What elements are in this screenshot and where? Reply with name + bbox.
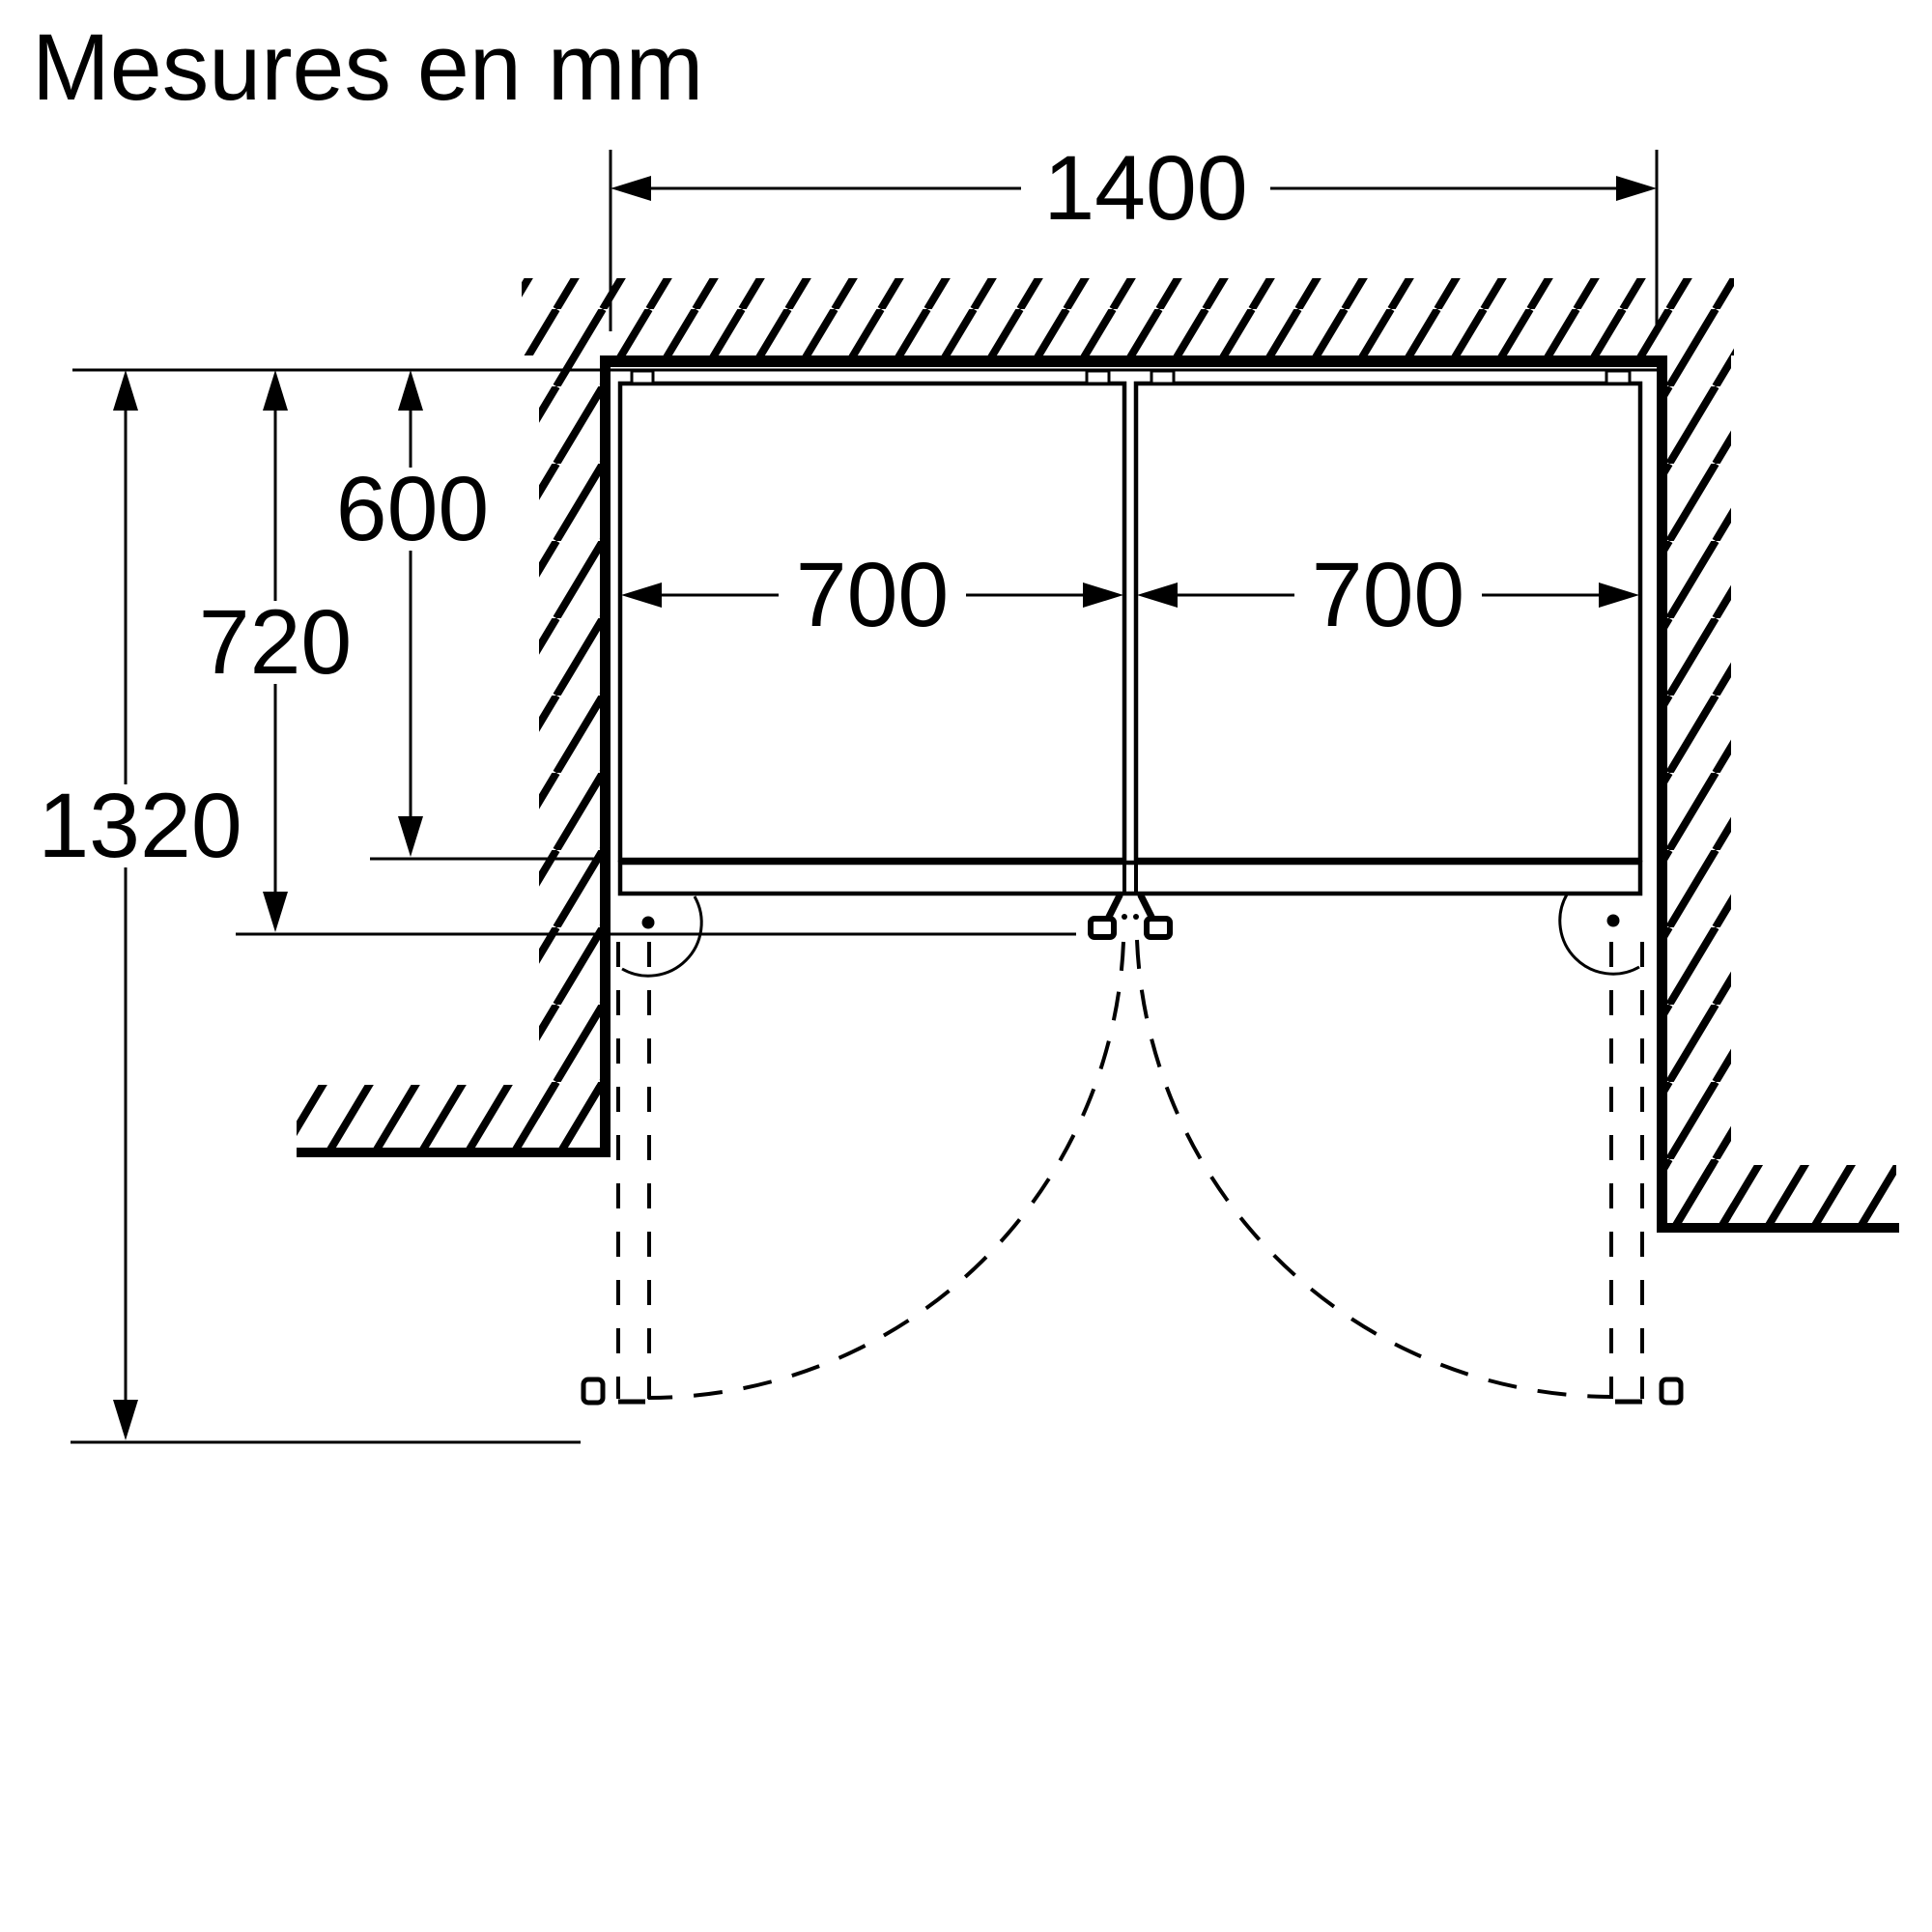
- right-pivot-arc: [1558, 894, 1640, 976]
- niche-ceiling-face: [600, 355, 1667, 367]
- arrowhead-left: [1137, 582, 1178, 608]
- right-floor-ledge-line: [1657, 1223, 1899, 1233]
- dimension-depth-closed: 600: [336, 370, 611, 861]
- dimension-right-door-width: 700: [1137, 544, 1639, 646]
- right-open-door-end-profile: [1659, 1377, 1684, 1406]
- dimension-depth-door-open: 1320: [38, 370, 581, 1444]
- arrowhead-up: [263, 370, 288, 411]
- arrowhead-up: [113, 370, 138, 411]
- hinge-bump-right-inner: [1150, 369, 1176, 385]
- dimension-niche-width: 1400: [609, 137, 1659, 331]
- hatch-region-left-ledge: [297, 1085, 601, 1148]
- hatch-region-ceiling: [522, 278, 1734, 355]
- left-floor-ledge-line: [297, 1148, 611, 1157]
- page-title: Mesures en mm: [32, 14, 703, 120]
- dim-label-1400: 1400: [1043, 137, 1247, 240]
- dimension-depth-with-hinges: 720: [199, 370, 1076, 936]
- center-hinge-pin-left: [1122, 914, 1127, 920]
- arrowhead-right: [1599, 582, 1639, 608]
- appliance: [72, 368, 1657, 940]
- niche-left-wall-face: [600, 355, 611, 1157]
- arrowhead-right: [1083, 582, 1123, 608]
- left-door-panel: [617, 381, 1127, 863]
- hatch-region-left-wall: [539, 355, 601, 1148]
- hinge-bump-right-outer: [1605, 369, 1632, 385]
- dimension-left-door-width: 700: [621, 544, 1123, 646]
- hatch-region-right-wall: [1667, 355, 1731, 1228]
- arrowhead-down: [398, 816, 423, 857]
- dim-label-700-left: 700: [796, 544, 950, 646]
- arrowhead-down: [263, 892, 288, 932]
- door-swing: [581, 894, 1684, 1406]
- right-door-swing-arc: [1135, 939, 1614, 1400]
- left-door-swing-arc: [647, 941, 1125, 1401]
- arrowhead-left: [621, 582, 662, 608]
- hatch-region-right-ledge: [1667, 1165, 1896, 1228]
- hinge-bump-left-outer: [630, 369, 655, 385]
- left-door-pivot-point: [641, 916, 655, 929]
- left-pivot-arc: [621, 895, 703, 978]
- center-hinge-foot-left: [1088, 916, 1117, 940]
- appliance-body-plinth: [617, 860, 1643, 896]
- right-door-pivot-point: [1606, 914, 1620, 927]
- dim-label-1320: 1320: [38, 775, 242, 877]
- dim-label-720: 720: [199, 591, 353, 694]
- arrowhead-left: [611, 176, 651, 201]
- center-hinge-pin-right: [1133, 914, 1139, 920]
- center-hinge-arm-right: [1137, 892, 1156, 923]
- center-hinge-arm-left: [1104, 892, 1123, 923]
- hinge-bump-left-inner: [1085, 369, 1111, 385]
- arrowhead-right: [1616, 176, 1657, 201]
- left-open-door-end-profile: [581, 1377, 606, 1406]
- right-door-panel: [1133, 381, 1643, 863]
- wall-section: [297, 278, 1899, 1233]
- arrowhead-down: [113, 1400, 138, 1440]
- niche-right-wall-face: [1657, 355, 1667, 1233]
- arrowhead-up: [398, 370, 423, 411]
- center-hinge-foot-right: [1144, 916, 1173, 940]
- dim-label-600: 600: [336, 458, 490, 560]
- dim-label-700-right: 700: [1312, 544, 1465, 646]
